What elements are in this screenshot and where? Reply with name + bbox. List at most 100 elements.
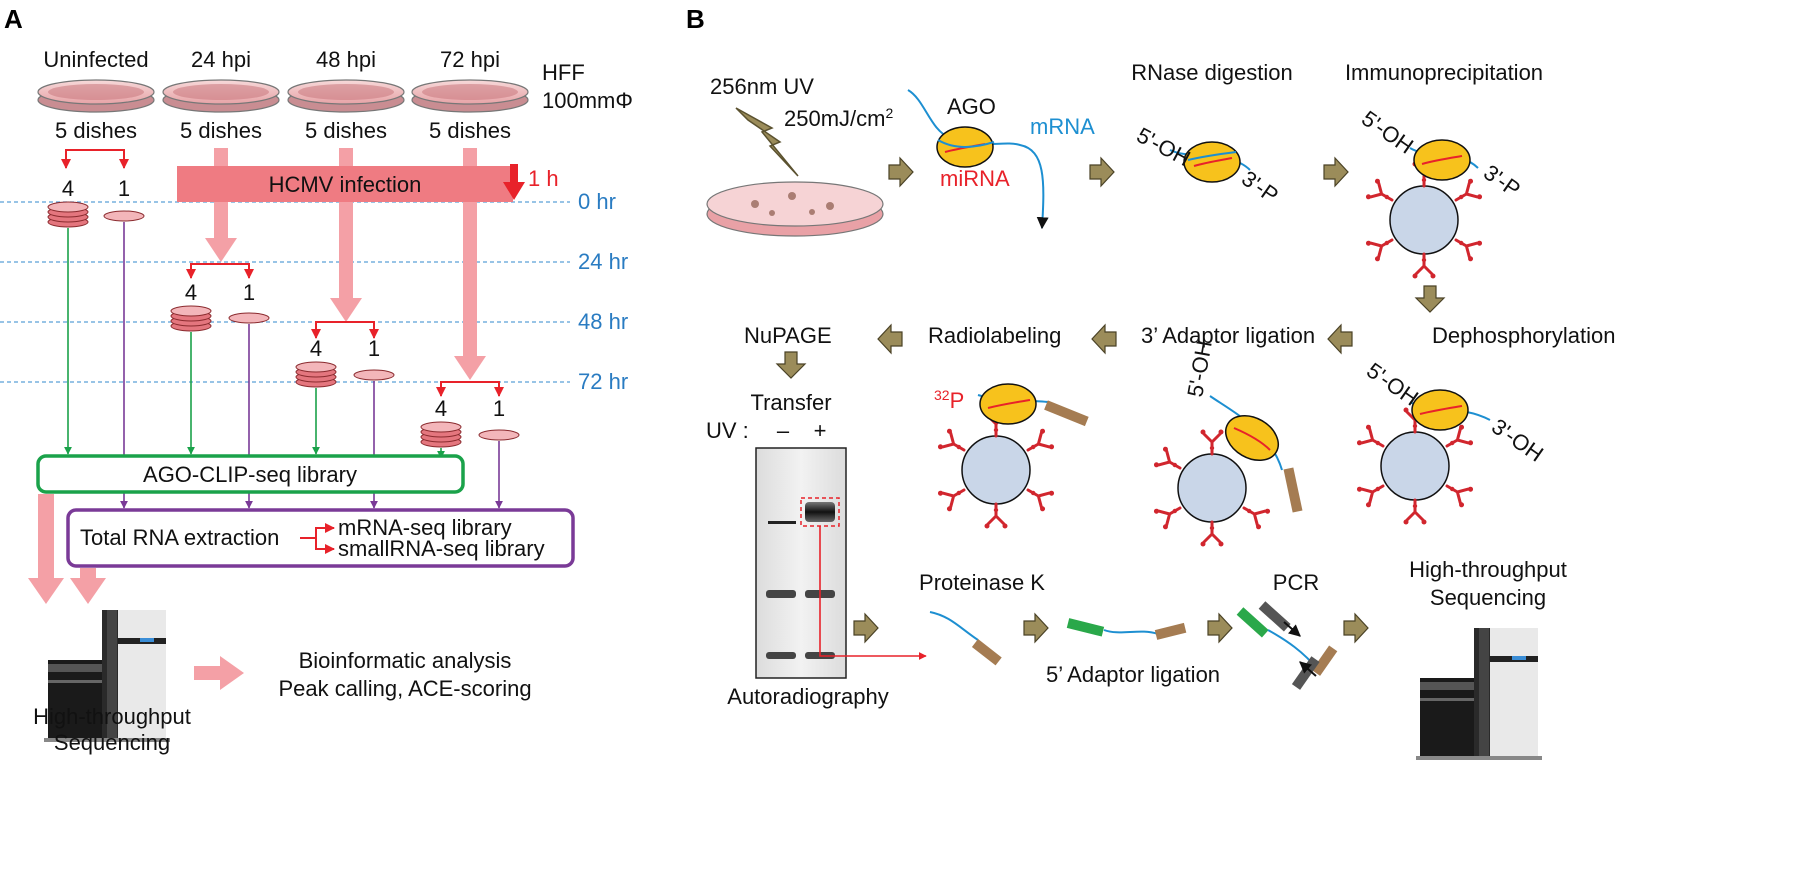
sequencing-label-line2: Sequencing <box>54 730 170 755</box>
condition-24hpi: 24 hpi <box>191 47 251 72</box>
clip-library-label: AGO-CLIP-seq library <box>143 462 357 487</box>
culture-dish-48hpi <box>287 79 405 113</box>
single-dish-72hpi <box>478 429 520 441</box>
sequencer-b-icon <box>1416 628 1542 760</box>
proteinase-k-label: Proteinase K <box>919 570 1045 595</box>
dish-stack-uninfected <box>47 201 89 228</box>
sequencing-input-arrows <box>28 494 106 604</box>
uv-minus-label: – <box>777 418 790 443</box>
cell-type-label: HFF <box>542 60 585 85</box>
split-bracket-uninfected <box>61 149 129 169</box>
step-arrow-down-transfer <box>775 351 807 379</box>
timepoint-0hr: 0 hr <box>578 189 616 214</box>
split-count-4-72hpi: 4 <box>435 396 447 421</box>
mrna-label: mRNA <box>1030 114 1095 139</box>
radiolabeling-label: Radiolabeling <box>928 323 1061 348</box>
step-arrow-ip <box>1323 156 1349 188</box>
autoradiography-gel <box>755 447 927 679</box>
ip-complex <box>1363 139 1485 280</box>
sequencing-label-line1: High-throughput <box>33 704 191 729</box>
sequencing-b-label-line1: High-throughput <box>1409 557 1567 582</box>
clip-library-box <box>36 454 465 494</box>
hcmv-infection-bar <box>177 166 513 202</box>
ip-5-end-label: 5'-OH <box>1357 106 1418 159</box>
total-rna-box <box>66 508 575 568</box>
timepoint-48hr: 48 hr <box>578 309 628 334</box>
single-dish-uninfected <box>103 210 145 222</box>
step-arrow-left-3 <box>877 323 903 355</box>
split-count-1-uninfected: 1 <box>118 176 130 201</box>
dish-stack-72hpi <box>420 421 462 448</box>
proteinase-product <box>929 611 1002 666</box>
timepoint-72hr: 72 hr <box>578 369 628 394</box>
split-count-4-48hpi: 4 <box>310 336 322 361</box>
clip-sample-arrows <box>64 228 445 459</box>
step-arrow-left-2 <box>1091 323 1117 355</box>
culture-dish-uninfected <box>37 79 155 113</box>
uv-plus-label: + <box>814 418 827 443</box>
condition-uninfected: Uninfected <box>43 47 148 72</box>
dish-count-24hpi: 5 dishes <box>180 118 262 143</box>
dish-stack-24hpi <box>170 305 212 332</box>
radiolabel-complex <box>935 383 1089 530</box>
split-count-1-24hpi: 1 <box>243 280 255 305</box>
single-dish-48hpi <box>353 369 395 381</box>
analysis-label-line2: Peak calling, ACE-scoring <box>278 676 531 701</box>
uv-wavelength-label: 256nm UV <box>710 74 814 99</box>
p32-label: 32P <box>934 387 964 413</box>
condition-48hpi: 48 hpi <box>316 47 376 72</box>
one-hour-arrow <box>503 164 525 200</box>
dephos-5-end-label: 5'-OH <box>1362 358 1423 411</box>
uv-lane-label: UV : <box>706 418 749 443</box>
rnase-5-end-label: 5'-OH <box>1133 122 1195 171</box>
step-arrow-rnase <box>1089 156 1115 188</box>
mirna-label: miRNA <box>940 166 1010 191</box>
pcr-product <box>1236 601 1338 690</box>
split-count-4-24hpi: 4 <box>185 280 197 305</box>
step-arrow-left-1 <box>1327 323 1353 355</box>
total-rna-label: Total RNA extraction <box>80 525 279 550</box>
analysis-label-line1: Bioinformatic analysis <box>299 648 512 673</box>
condition-72hpi: 72 hpi <box>440 47 500 72</box>
library-split-arrows <box>300 523 335 554</box>
adaptor5-product <box>1066 618 1187 640</box>
smallrna-library-label: smallRNA-seq library <box>338 536 545 561</box>
dish-count-72hpi: 5 dishes <box>429 118 511 143</box>
split-bracket-48hpi <box>311 321 379 339</box>
hcmv-infection-label: HCMV infection <box>269 172 422 197</box>
mrna-strand <box>907 89 1049 230</box>
rnase-product <box>1169 141 1251 183</box>
split-bracket-72hpi <box>436 381 504 397</box>
panel-a: A Uninfected 24 hpi 48 hpi 72 hpi HFF 1 <box>0 4 633 755</box>
dephos-complex <box>1354 389 1491 526</box>
dish-stack-48hpi <box>295 361 337 388</box>
panel-b-label: B <box>686 4 705 34</box>
culture-dish-24hpi <box>162 79 280 113</box>
uv-culture-dish <box>706 181 884 237</box>
culture-dish-72hpi <box>411 79 529 113</box>
sequencing-b-label-line2: Sequencing <box>1430 585 1546 610</box>
dish-count-48hpi: 5 dishes <box>305 118 387 143</box>
split-count-1-48hpi: 1 <box>368 336 380 361</box>
ip-3-end-label: 3'-P <box>1479 160 1525 203</box>
timeline-lines <box>0 201 570 383</box>
step-arrow-adaptor5 <box>1023 612 1049 644</box>
split-bracket-24hpi <box>186 263 254 279</box>
step-arrow-sequencing <box>1343 612 1369 644</box>
ago-label: AGO <box>947 94 996 119</box>
infection-flow-arrows <box>205 148 486 380</box>
autoradiography-label: Autoradiography <box>727 684 888 709</box>
dephos-3-end-label: 3'-OH <box>1487 414 1548 467</box>
panel-b: B 256nm UV 250mJ/cm2 AGO mRNA miRNA RNas… <box>686 4 1615 760</box>
split-count-4-uninfected: 4 <box>62 176 74 201</box>
split-count-1-72hpi: 1 <box>493 396 505 421</box>
timepoint-24hr: 24 hr <box>578 249 628 274</box>
rnase-3-end-label: 3'-P <box>1237 166 1283 209</box>
uv-dose-label: 250mJ/cm2 <box>784 105 893 131</box>
nupage-label: NuPAGE <box>744 323 832 348</box>
adaptor3-complex <box>1151 395 1303 548</box>
uv-lightning-icon <box>735 107 799 177</box>
adaptor5-label: 5’ Adaptor ligation <box>1046 662 1220 687</box>
pcr-label: PCR <box>1273 570 1319 595</box>
